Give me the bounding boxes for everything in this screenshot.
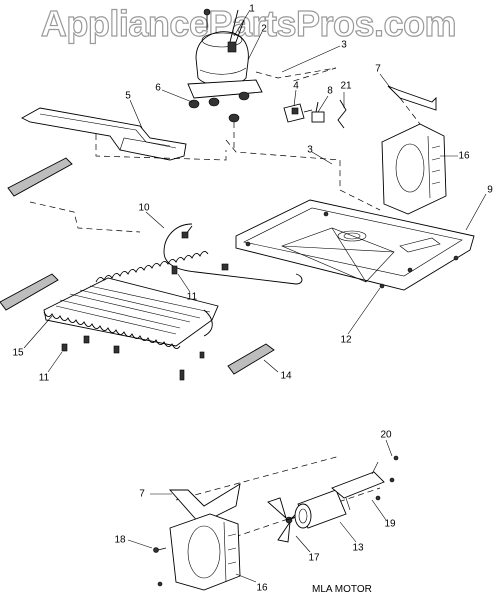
callout-3-lower: 3 <box>307 144 313 156</box>
compressor-screw <box>203 8 211 30</box>
fan-shroud-upper <box>381 123 447 215</box>
motor-mount-bracket <box>331 461 385 511</box>
tube-clip <box>221 263 229 271</box>
machine-compartment-base <box>235 199 475 291</box>
start-relay <box>283 103 313 123</box>
compressor <box>187 9 263 99</box>
callout-15: 15 <box>12 347 24 359</box>
callout-16-lower: 16 <box>256 582 268 594</box>
callout-7: 7 <box>375 63 381 75</box>
motor-screw-set <box>375 455 399 501</box>
callout-20: 20 <box>380 429 392 441</box>
coil-clip-set <box>61 335 205 381</box>
callout-7-lower: 7 <box>139 488 145 500</box>
callout-1: 1 <box>249 3 255 15</box>
callout-8: 8 <box>327 85 333 97</box>
motor-bracket-upper <box>387 85 437 111</box>
callout-16: 16 <box>458 150 470 162</box>
discharge-tube <box>255 67 337 83</box>
callout-10: 10 <box>138 202 150 214</box>
callout-9: 9 <box>487 184 493 196</box>
callout-6: 6 <box>155 82 161 94</box>
condenser-fan-motor <box>285 489 347 529</box>
gasket-strip-right <box>227 343 275 375</box>
callout-5: 5 <box>125 90 131 102</box>
routing-line <box>399 97 421 125</box>
callout-21: 21 <box>340 80 352 92</box>
tube-clip <box>181 231 189 239</box>
routing-line <box>175 455 341 501</box>
gasket-strip-upper <box>7 157 73 197</box>
routing-line <box>29 201 141 233</box>
callout-14: 14 <box>280 370 292 382</box>
routing-line <box>225 139 381 211</box>
shroud-screw <box>153 547 167 553</box>
relay-wire <box>337 99 347 129</box>
callout-11: 11 <box>186 291 198 303</box>
callout-17: 17 <box>308 552 320 564</box>
tube-clip <box>171 265 178 275</box>
leader-lines <box>23 9 487 583</box>
fan-shroud-lower <box>157 513 241 591</box>
grommet-set <box>188 91 250 150</box>
callout-19: 19 <box>384 518 396 530</box>
callout-4: 4 <box>293 80 299 92</box>
callout-11-lower: 11 <box>38 372 50 384</box>
gasket-strip-lower <box>0 273 59 311</box>
callout-13: 13 <box>352 542 364 554</box>
callout-18: 18 <box>114 534 126 546</box>
drain-channel <box>21 107 187 161</box>
callout-12: 12 <box>340 334 352 346</box>
callout-3: 3 <box>341 39 347 51</box>
routing-line <box>95 134 227 161</box>
condenser-coil <box>43 251 219 349</box>
assembly-caption: MLA MOTOR <box>312 584 372 595</box>
callout-2: 2 <box>261 23 267 35</box>
